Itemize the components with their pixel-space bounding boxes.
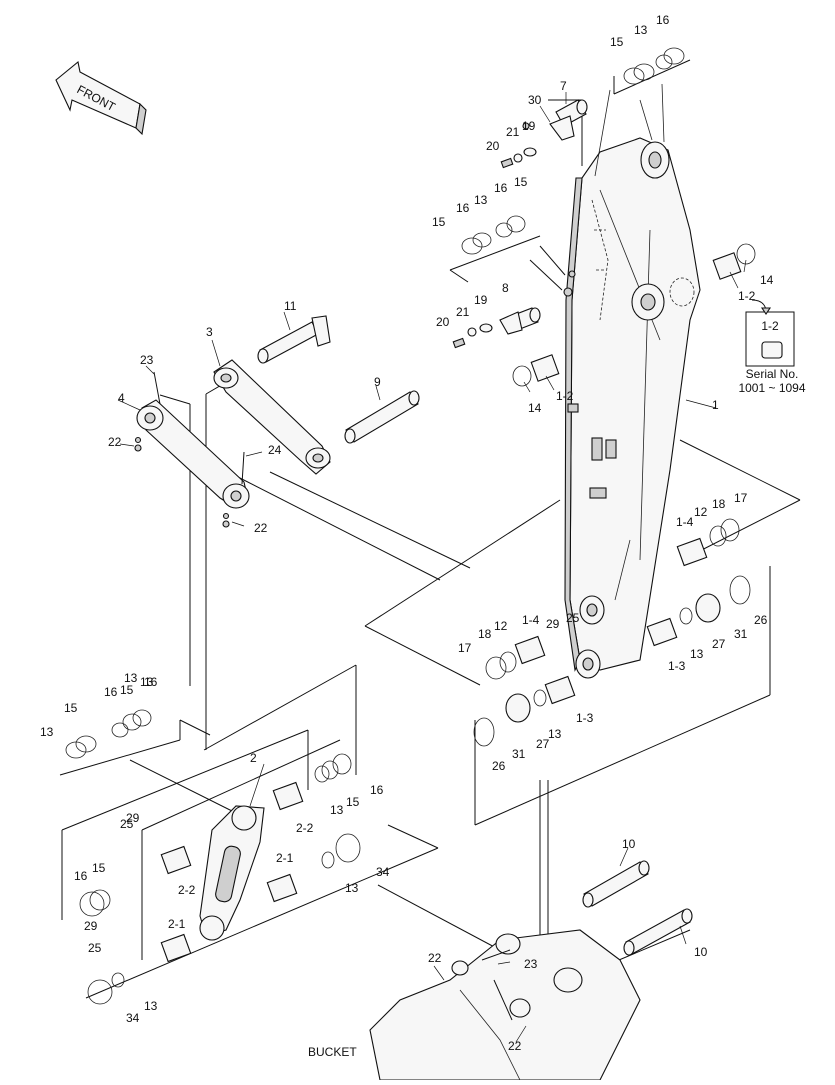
- callout-label: 24: [268, 443, 282, 457]
- bucket-label: BUCKET: [308, 1045, 357, 1059]
- callout-label: 16: [656, 13, 670, 27]
- callout-label: 3: [206, 325, 213, 339]
- callout-label: 13: [330, 803, 344, 817]
- callout-label: 2-1: [276, 851, 294, 865]
- callout-label: 19: [474, 293, 488, 307]
- callout-label: 15: [64, 701, 78, 715]
- callout-label: 22: [508, 1039, 522, 1053]
- callout-label: 17: [734, 491, 748, 505]
- callout-label: 12: [494, 619, 508, 633]
- callout-label: 31: [734, 627, 748, 641]
- callout-label: 16: [456, 201, 470, 215]
- callout-label: 25: [566, 611, 580, 625]
- callout-label: 13: [140, 675, 154, 689]
- serial-number-box: 1-2 Serial No. 1001 ~ 1094: [738, 299, 806, 395]
- callout-label: 20: [486, 139, 500, 153]
- callout-label: 15: [514, 175, 528, 189]
- callout-label: 29: [546, 617, 560, 631]
- callout-label: 13: [690, 647, 704, 661]
- callout-label: 13: [474, 193, 488, 207]
- bushings: [160, 252, 742, 963]
- callout-label: 11: [284, 299, 297, 313]
- callout-label: 1-2: [556, 389, 574, 403]
- callout-label: 25: [120, 817, 134, 831]
- callout-label: 22: [254, 521, 268, 535]
- callout-label: 13: [345, 881, 359, 895]
- callout-label: 2: [250, 751, 257, 765]
- callout-label: 2-2: [178, 883, 196, 897]
- callout-label: 1-4: [676, 515, 694, 529]
- callout-label: 20: [436, 315, 450, 329]
- callout-label: 15: [610, 35, 624, 49]
- callout-label: 30: [528, 93, 542, 107]
- rod-part-4: [134, 371, 250, 528]
- callout-label: 13: [144, 999, 158, 1013]
- callout-label: 1-2: [738, 289, 756, 303]
- callout-label: 12: [694, 505, 708, 519]
- callout-label: 16: [494, 181, 508, 195]
- callout-label: 15: [92, 861, 106, 875]
- callout-label: 1-3: [576, 711, 594, 725]
- callout-label: 15: [346, 795, 360, 809]
- callout-label: 22: [428, 951, 442, 965]
- leader-lines: [117, 92, 747, 1043]
- callout-label: 18: [478, 627, 492, 641]
- bucket: [369, 929, 641, 1081]
- callout-label: 29: [126, 811, 140, 825]
- callout-label: 19: [522, 119, 536, 133]
- callout-label: 1-3: [668, 659, 686, 673]
- callout-label: 13: [40, 725, 54, 739]
- callout-label: 15: [432, 215, 446, 229]
- callout-label: 14: [528, 401, 542, 415]
- callout-label: 2-2: [296, 821, 314, 835]
- callout-label: 23: [524, 957, 538, 971]
- callout-label: 14: [760, 273, 774, 287]
- callout-label: 13: [124, 671, 138, 685]
- link-part-3: [213, 359, 331, 475]
- callout-label: 7: [560, 79, 567, 93]
- callout-label: 9: [374, 375, 381, 389]
- callout-label: 26: [492, 759, 506, 773]
- callout-label: 31: [512, 747, 526, 761]
- callout-label: 16: [370, 783, 384, 797]
- callout-label: 26: [754, 613, 768, 627]
- callout-label: 13: [548, 727, 562, 741]
- callout-label: 16: [74, 869, 88, 883]
- ring-groups: [65, 47, 756, 1005]
- boom-arm: [563, 83, 701, 679]
- callout-label: 34: [126, 1011, 140, 1025]
- front-arrow-icon: FRONT: [55, 60, 147, 136]
- callout-label: 4: [118, 391, 125, 405]
- link-part-2: [199, 805, 265, 941]
- callout-label: 10: [622, 837, 636, 851]
- hardware: [452, 122, 537, 349]
- callout-label: 22: [108, 435, 122, 449]
- callout-label: 27: [712, 637, 726, 651]
- callout-label: 8: [502, 281, 509, 295]
- serial-box-line1: Serial No.: [746, 367, 799, 381]
- callout-label: 16: [104, 685, 118, 699]
- callout-label: 34: [376, 865, 390, 879]
- callout-label: 17: [458, 641, 472, 655]
- callout-label: 1: [712, 398, 719, 412]
- pins: [257, 99, 693, 956]
- callout-label: 18: [712, 497, 726, 511]
- callout-label: 2-1: [168, 917, 186, 931]
- callout-label: 21: [506, 125, 520, 139]
- callout-label: 10: [694, 945, 708, 959]
- serial-box-line2: 1001 ~ 1094: [738, 381, 805, 395]
- callout-label: 21: [456, 305, 470, 319]
- callout-label: 27: [536, 737, 550, 751]
- serial-box-part-label: 1-2: [761, 319, 779, 333]
- callout-label: 23: [140, 353, 154, 367]
- callout-label: 25: [88, 941, 102, 955]
- callout-label: 13: [634, 23, 648, 37]
- callout-label: 29: [84, 919, 98, 933]
- callout-label: 16: [144, 675, 158, 689]
- callout-label: 1-4: [522, 613, 540, 627]
- callout-label: 15: [120, 683, 134, 697]
